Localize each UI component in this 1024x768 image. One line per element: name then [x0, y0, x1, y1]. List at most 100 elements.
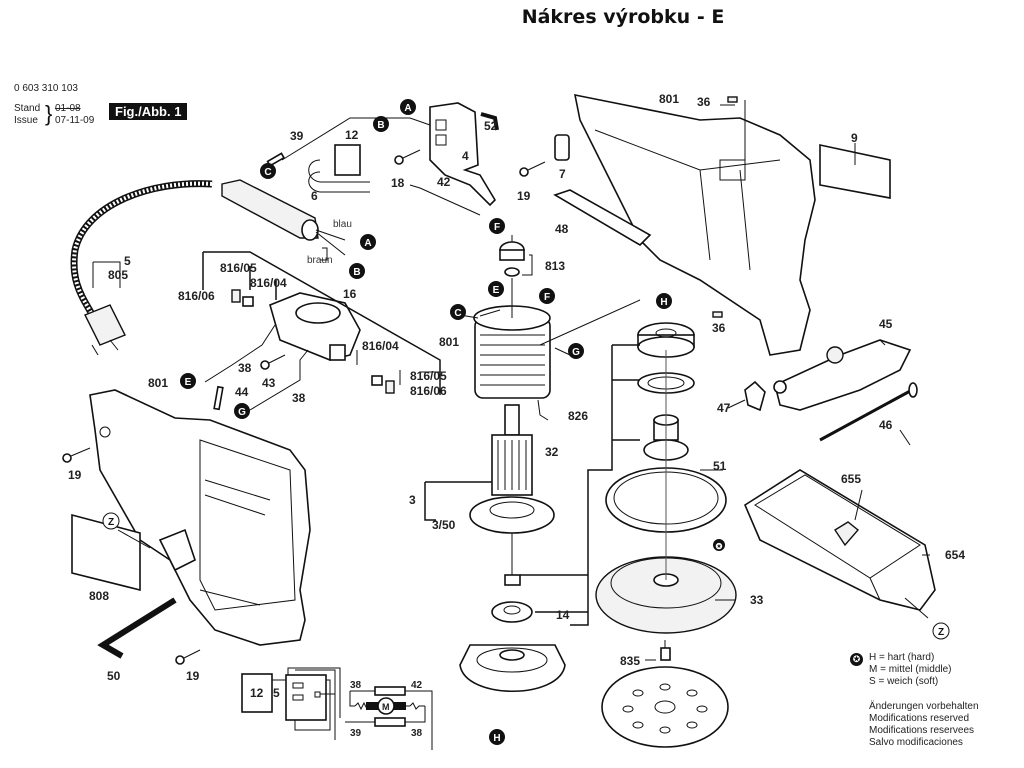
power-cord[interactable] — [70, 180, 213, 356]
fan[interactable] — [459, 644, 566, 692]
callout-826: 826 — [568, 409, 588, 423]
callout-51: 51 — [713, 459, 727, 473]
screw-19-bottom[interactable] — [175, 649, 201, 665]
part-callouts: 52 4 39 12 18 42 6 5 805 816/05 816/04 8… — [68, 92, 965, 683]
bolt[interactable] — [819, 382, 918, 442]
screw-835[interactable] — [660, 640, 671, 661]
electronic-module[interactable] — [269, 292, 361, 361]
screw-19-left[interactable] — [62, 447, 91, 463]
cover-strip[interactable] — [553, 189, 652, 247]
connector-b-cord: B — [349, 263, 365, 279]
switch[interactable] — [429, 102, 497, 207]
callout-33: 33 — [750, 593, 764, 607]
svg-text:C: C — [264, 167, 271, 178]
field-coil[interactable] — [473, 305, 551, 399]
wire-42[interactable] — [409, 184, 481, 216]
connector-h-top: H — [656, 293, 672, 309]
z-marker-right: Z — [932, 622, 950, 640]
note-en: Modifications reserved — [869, 713, 970, 724]
callout-38-b: 38 — [292, 391, 306, 405]
dust-box[interactable] — [743, 469, 936, 611]
connector-e-left: E — [180, 373, 196, 389]
callout-36-bottom: 36 — [712, 321, 726, 335]
bearing-sleeve[interactable] — [504, 574, 521, 586]
capacitor[interactable] — [308, 144, 370, 193]
sanding-pad[interactable] — [595, 556, 737, 634]
callout-43: 43 — [262, 376, 276, 390]
callout-19-top: 19 — [517, 189, 531, 203]
schematic-cord-label: 5 — [273, 686, 280, 700]
callout-42: 42 — [437, 175, 451, 189]
callout-6: 6 — [311, 189, 318, 203]
brush-holder-right[interactable] — [371, 375, 383, 386]
callout-3: 3 — [409, 493, 416, 507]
wire-32[interactable] — [537, 399, 549, 421]
wire-label-blue: blau — [333, 219, 352, 230]
svg-text:Z: Z — [938, 627, 944, 638]
connector-a-top: A — [400, 99, 416, 115]
callout-655: 655 — [841, 472, 861, 486]
svg-text:H: H — [493, 733, 500, 744]
screw-18[interactable] — [394, 149, 421, 165]
pin-36-top[interactable] — [727, 96, 738, 103]
armature[interactable] — [469, 404, 555, 534]
callout-3-50: 3/50 — [432, 518, 456, 532]
connector-markers: A B C F A B C E F G H E G H ✪ — [180, 99, 725, 745]
housing-left[interactable] — [89, 389, 311, 646]
connector-c-motor: C — [450, 304, 466, 320]
issue-label: Issue — [14, 115, 38, 126]
callout-801-motor: 801 — [439, 335, 459, 349]
wire-38a[interactable] — [204, 324, 276, 383]
stand-label: Stand — [14, 103, 41, 114]
screw-43[interactable] — [260, 354, 286, 370]
note-es: Salvo modificaciones — [869, 737, 963, 748]
brush-cap-right[interactable] — [385, 380, 395, 394]
callout-36-top: 36 — [697, 95, 711, 109]
svg-text:C: C — [454, 308, 461, 319]
z-markers: Z Z — [102, 512, 950, 640]
callout-12: 12 — [345, 128, 359, 142]
brush-holder-left[interactable] — [242, 296, 254, 307]
cord-sleeve[interactable] — [221, 179, 346, 256]
warning-label[interactable] — [71, 513, 141, 592]
svg-text:A: A — [364, 238, 371, 249]
svg-text:H: H — [660, 297, 667, 308]
bearing-826[interactable] — [637, 322, 695, 358]
hex-key-large[interactable] — [97, 597, 177, 659]
screw-19-top[interactable] — [519, 161, 546, 177]
schematic-38-bottom: 38 — [411, 728, 423, 739]
connector-f-motor: F — [539, 288, 555, 304]
brush-holder[interactable] — [499, 241, 525, 277]
callout-654: 654 — [945, 548, 965, 562]
svg-text:✪: ✪ — [715, 542, 723, 551]
z-marker-left: Z — [102, 512, 120, 530]
ball-bearing-14[interactable] — [491, 601, 533, 623]
sanding-sheet[interactable] — [601, 666, 729, 748]
callout-5: 5 — [124, 254, 131, 268]
pin-36-bottom[interactable] — [712, 311, 723, 318]
wire-38b[interactable] — [249, 349, 309, 411]
wiring-schematic — [241, 667, 433, 750]
wing-nut[interactable] — [744, 380, 766, 412]
figure-badge: Fig./Abb. 1 — [109, 103, 188, 120]
svg-text:E: E — [493, 285, 500, 296]
callout-9: 9 — [851, 131, 858, 145]
housing-right[interactable] — [573, 93, 816, 356]
cable-clamp[interactable] — [554, 134, 570, 161]
connector-c-left: C — [260, 163, 276, 179]
callout-44: 44 — [235, 385, 249, 399]
auxiliary-handle[interactable] — [773, 339, 912, 411]
type-plate[interactable] — [819, 144, 891, 199]
schematic-39-bottom: 39 — [350, 728, 362, 739]
note-de: Änderungen vorbehalten — [869, 701, 979, 712]
schematic-switch-label: 12 — [250, 686, 264, 700]
hardness-legend: H = hart (hard) M = mittel (middle) S = … — [869, 652, 952, 688]
hex-key-small[interactable] — [480, 112, 499, 131]
hardness-star-marker: ✪ — [713, 539, 725, 551]
clip-44[interactable] — [213, 385, 224, 411]
brush-cap-left[interactable] — [231, 289, 241, 303]
callout-808: 808 — [89, 589, 109, 603]
callout-816-06-left: 816/06 — [178, 289, 215, 303]
svg-text:A: A — [404, 103, 411, 114]
